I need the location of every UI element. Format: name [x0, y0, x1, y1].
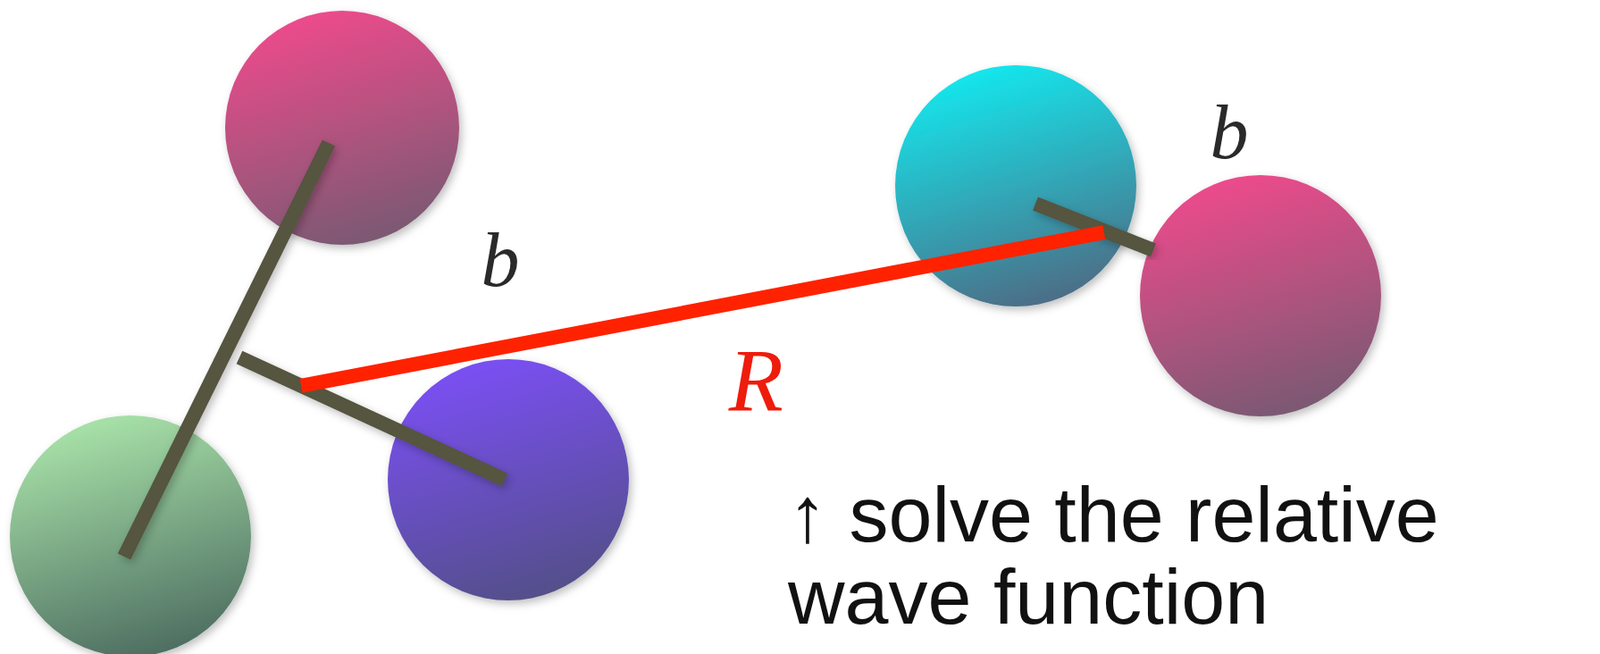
cluster-fill [846, 0, 1389, 511]
particle-sphere [387, 359, 629, 601]
distance-label: R [728, 335, 784, 426]
annotation-note: ↑ solve the relative wave function [787, 473, 1575, 639]
particle-sphere [225, 10, 460, 245]
particle-sphere [1139, 175, 1382, 417]
size-parameter: b [1210, 93, 1249, 171]
jacobi-coordinate [124, 142, 329, 557]
size-parameter: b [481, 221, 520, 299]
relative-coordinate [301, 232, 1105, 386]
